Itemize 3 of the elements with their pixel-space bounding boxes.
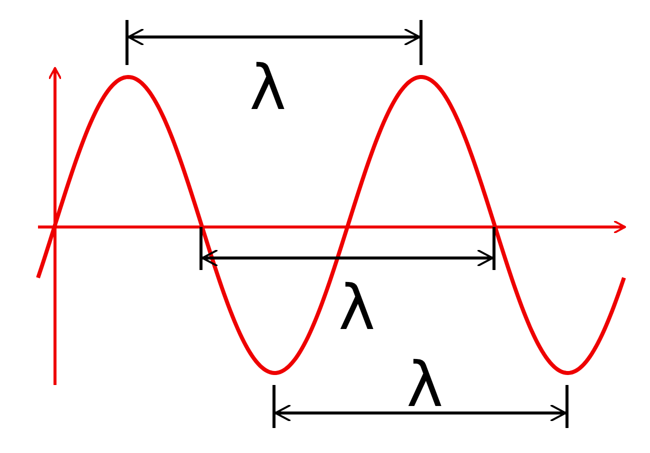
wavelength-label: λ <box>250 57 286 119</box>
wavelength-label: λ <box>338 277 376 339</box>
wavelength-label: λ <box>406 354 444 416</box>
